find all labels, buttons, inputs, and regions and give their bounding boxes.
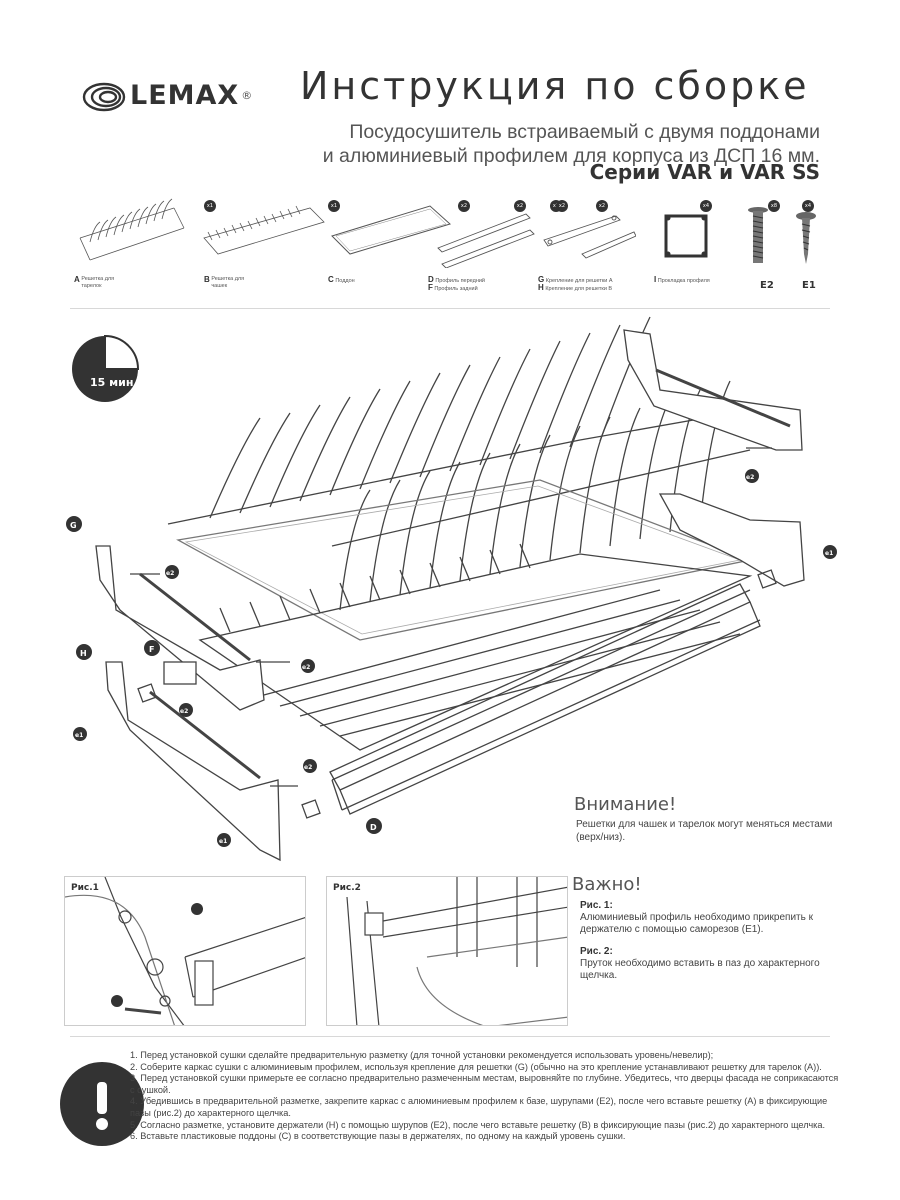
part-b-label: B Решетка для чашек <box>204 275 245 290</box>
callout-e2-top: e2 <box>745 469 759 483</box>
part-g-label: G Крепление для решетки A <box>538 275 613 285</box>
parts-list: x1 A Решетка для тарелок x1 B Решетка дл… <box>70 192 830 296</box>
callout-f: F <box>144 640 160 656</box>
figure-1-label: Рис.1 <box>71 883 99 893</box>
step-3: 3. Перед установкой сушки примерьте ее с… <box>130 1073 839 1095</box>
header-divider <box>70 308 830 309</box>
assembly-steps: 1. Перед установкой сушки сделайте предв… <box>130 1050 840 1143</box>
part-e1-label: E1 <box>802 280 816 291</box>
assembly-time: 15 мин <box>90 376 134 389</box>
callout-e2-lower: e2 <box>179 703 193 717</box>
svg-text:e2: e2 <box>302 664 310 671</box>
part-d-qty: x2 <box>514 200 526 212</box>
callout-d: D <box>366 818 382 834</box>
note-1-text: Алюминиевый профиль необходимо прикрепит… <box>580 912 813 935</box>
exclamation-icon <box>60 1062 144 1146</box>
step-1: 1. Перед установкой сушки сделайте предв… <box>130 1050 714 1060</box>
registered-mark: ® <box>241 88 253 102</box>
callout-e2-bottom: e2 <box>303 759 317 773</box>
figure-1: Рис.1 <box>64 876 306 1026</box>
callout-e2-left: e2 <box>165 565 179 579</box>
svg-text:F: F <box>149 645 154 654</box>
note-2-text: Пруток необходимо вставить в паз до хара… <box>580 958 820 981</box>
tray-icon <box>331 205 451 255</box>
step-5: 5. Согласно разметке, установите держате… <box>130 1119 826 1130</box>
svg-text:G: G <box>70 521 77 530</box>
svg-text:e2: e2 <box>180 708 188 715</box>
note-2-heading: Рис. 2: <box>580 946 613 957</box>
brand-logo: LEMAX ® <box>82 72 262 118</box>
subtitle-line-1: Посудосушитель встраиваемый с двумя подд… <box>349 121 820 143</box>
svg-text:e2: e2 <box>166 570 174 577</box>
part-c-qty: x2 <box>458 200 470 212</box>
cup-rack-icon <box>203 205 325 255</box>
profile-icon <box>437 213 535 268</box>
important-heading: Важно! <box>572 874 642 895</box>
step-2: 2. Соберите каркас сушки с алюминиевым п… <box>130 1061 822 1072</box>
note-1-heading: Рис. 1: <box>580 900 613 911</box>
part-e2-label: E2 <box>760 280 774 291</box>
part-i-label: I Прокладка профиля <box>654 275 710 285</box>
subtitle-line-2: и алюминиевый профилем для корпуса из ДС… <box>322 145 820 167</box>
svg-text:e1: e1 <box>75 732 83 739</box>
attention-heading: Внимание! <box>574 794 677 815</box>
svg-text:e1: e1 <box>219 838 227 845</box>
holder-icon <box>543 215 636 259</box>
page-title: Инструкция по сборке <box>300 64 810 108</box>
exploded-assembly-diagram: G H F D e2 e1 e1 e1 e2 e2 e2 e2 <box>66 316 837 862</box>
svg-text:D: D <box>370 823 377 832</box>
part-h-label: H Крепление для решетки B <box>538 283 613 293</box>
figure-2-illustration <box>346 877 567 1025</box>
important-note-1: Рис. 1: Алюминиевый профиль необходимо п… <box>580 900 840 936</box>
series-label: Серии VAR и VAR SS <box>589 160 820 184</box>
screw-icon <box>748 207 768 263</box>
part-h-qty: x2 <box>596 200 608 212</box>
part-e1-qty: x4 <box>802 200 814 212</box>
product-description: Посудосушитель встраиваемый с двумя подд… <box>323 120 820 168</box>
plate-rack-icon <box>79 198 185 261</box>
callout-g: G <box>66 516 82 532</box>
callout-e1-left: e1 <box>73 727 87 741</box>
clock-icon <box>72 334 140 402</box>
part-f-label: F Профиль задний <box>428 283 478 293</box>
part-c-label: C Поддон <box>328 275 355 285</box>
svg-text:H: H <box>80 649 87 658</box>
part-i-qty: x4 <box>700 200 712 212</box>
important-note-2: Рис. 2: Пруток необходимо вставить в паз… <box>580 946 840 982</box>
svg-text:e2: e2 <box>746 474 754 481</box>
step-6: 6. Вставьте пластиковые поддоны (C) в со… <box>130 1131 626 1142</box>
part-a-label: A Решетка для тарелок <box>74 275 115 290</box>
callout-h: H <box>76 644 92 660</box>
part-b-qty: x1 <box>328 200 340 212</box>
lemax-swirl-icon <box>82 82 126 112</box>
svg-text:e1: e1 <box>825 550 833 557</box>
brand-name: LEMAX <box>130 79 240 111</box>
figure-1-illustration <box>65 877 305 1025</box>
callout-e1-right: e1 <box>823 545 837 559</box>
attention-text: Решетки для чашек и тарелок могут менять… <box>576 819 833 843</box>
callout-e2-mid: e2 <box>301 659 315 673</box>
part-a-qty: x1 <box>204 200 216 212</box>
gasket-icon <box>664 214 708 258</box>
part-d-label: D Профиль передний <box>428 275 486 285</box>
footer-divider <box>70 1036 830 1037</box>
callout-e1-bottom: e1 <box>217 833 231 847</box>
figure-2: Рис.2 <box>326 876 568 1026</box>
step-4: 4. Убедившись в предварительной разметке… <box>130 1096 828 1118</box>
svg-text:e2: e2 <box>304 764 312 771</box>
part-g-qty: x2 <box>556 200 568 212</box>
part-e2-qty: x8 <box>768 200 780 212</box>
figure-2-label: Рис.2 <box>333 883 361 893</box>
screw-icon <box>796 212 816 264</box>
